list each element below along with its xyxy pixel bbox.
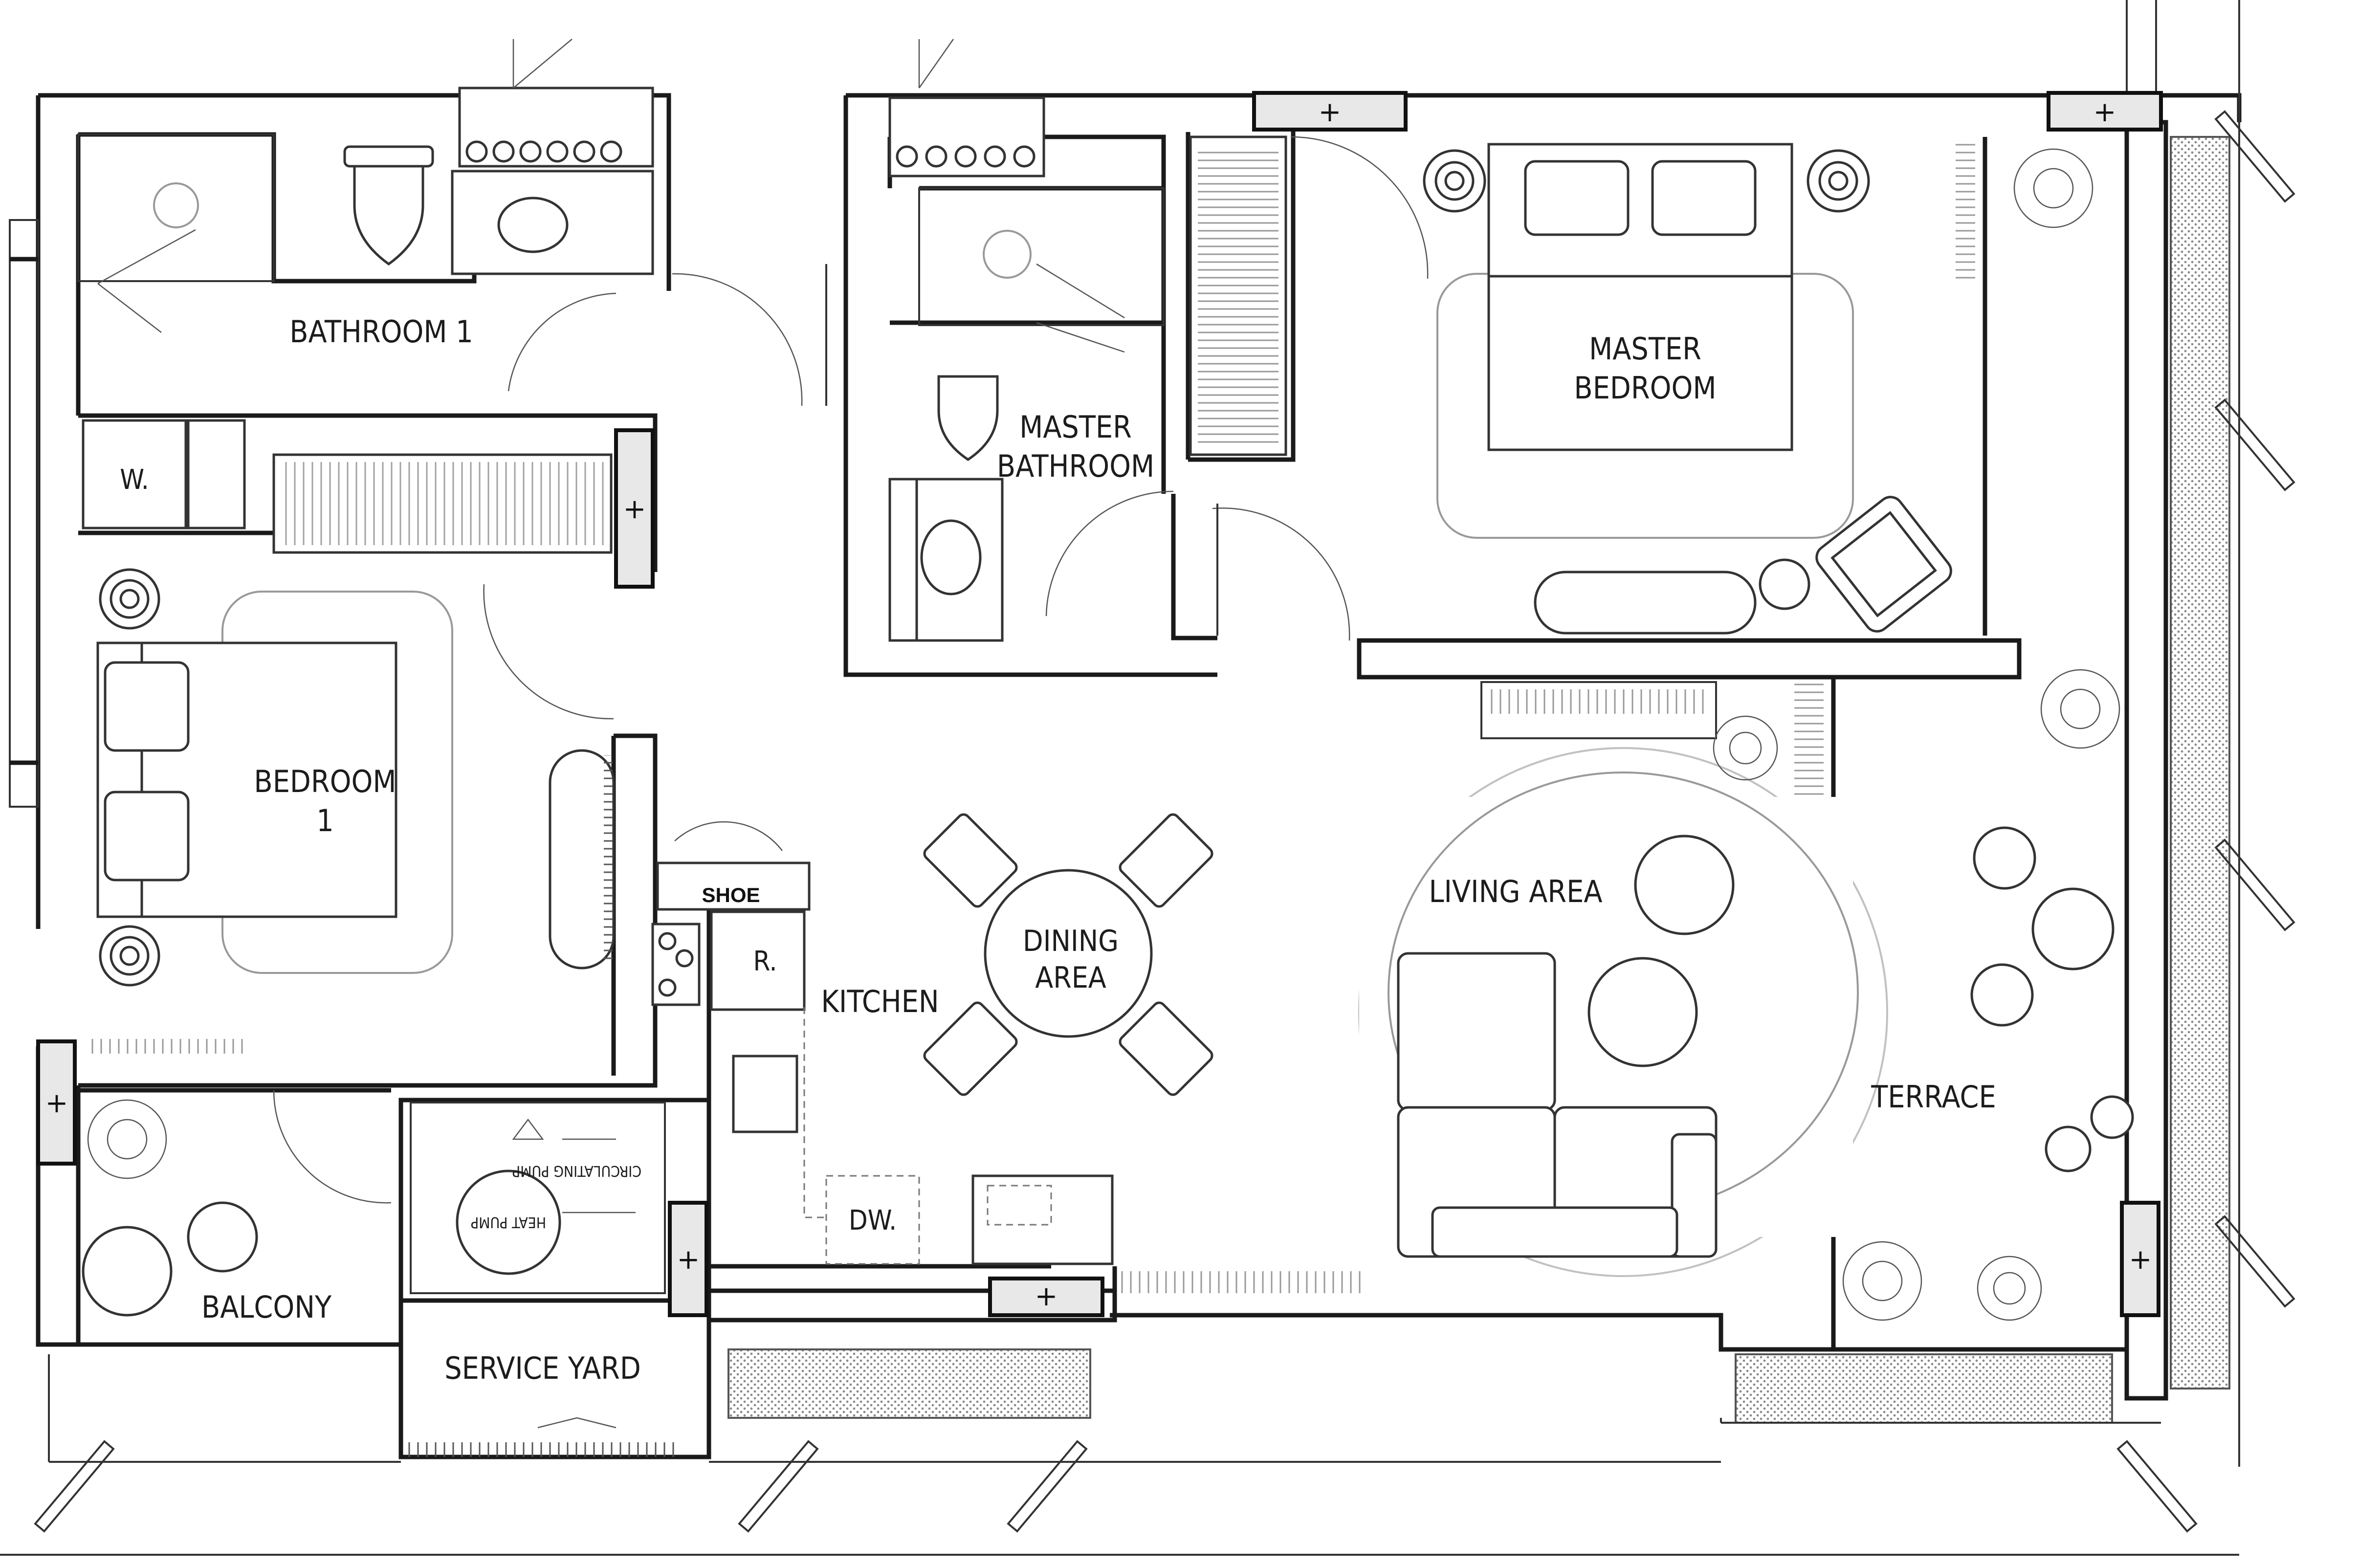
washer-label: W. <box>120 464 149 496</box>
wardrobes <box>82 135 1975 1293</box>
room-label-dining-line1: DINING <box>1023 924 1119 958</box>
structural-columns: + + + + + + + <box>36 91 2163 1317</box>
terrace-furniture <box>1970 826 2134 1172</box>
potted-plants <box>87 148 2120 1321</box>
faucets <box>465 140 622 163</box>
nightstand <box>99 925 160 987</box>
balustrade-posts <box>34 110 2295 1533</box>
room-label-master-bathroom-line1: MASTER <box>1019 409 1132 445</box>
service-yard-equipment <box>406 1102 680 1457</box>
heat-pump-label: HEAT PUMP <box>471 1213 546 1231</box>
room-label-balcony: BALCONY <box>201 1289 332 1325</box>
living-furniture <box>1358 747 1888 1277</box>
column-marker: + <box>2129 1244 2152 1276</box>
dining-set <box>923 813 1213 1096</box>
refrigerator-label: R. <box>753 946 777 977</box>
bathroom-1-fixtures <box>77 39 654 333</box>
nightstand <box>99 568 160 630</box>
room-label-master-bedroom-line2: BEDROOM <box>1574 370 1716 406</box>
bedroom-1-furniture <box>96 568 615 987</box>
fixture-labels: W. SHOE R. DW. CIRCULATING PUMP HEAT PUM… <box>120 464 897 1236</box>
room-label-living-area: LIVING AREA <box>1429 874 1602 909</box>
hatched-planters <box>727 136 2230 1424</box>
room-label-terrace: TERRACE <box>1871 1079 1996 1115</box>
railings <box>0 0 2295 1556</box>
room-label-dining-line2: AREA <box>1035 961 1106 995</box>
room-label-master-bathroom-line2: BATHROOM <box>997 448 1154 484</box>
column-marker: + <box>623 493 646 525</box>
column-marker: + <box>2094 96 2116 128</box>
room-label-bedroom-1-line1: BEDROOM <box>254 764 396 799</box>
room-label-service-yard: SERVICE YARD <box>444 1350 641 1386</box>
dishwasher-label: DW. <box>849 1205 897 1236</box>
room-labels: BATHROOM 1 MASTER BATHROOM MASTER BEDROO… <box>201 314 1996 1386</box>
left-facade <box>9 219 39 808</box>
column-marker: + <box>1035 1280 1058 1312</box>
balcony-furniture <box>82 1201 258 1317</box>
master-bathroom-fixtures <box>888 39 1165 642</box>
room-label-bedroom-1-line2: 1 <box>316 803 333 838</box>
room-label-master-bedroom-line1: MASTER <box>1589 331 1701 367</box>
circulating-pump-label: CIRCULATING PUMP <box>512 1162 641 1179</box>
shoe-cabinet-label: SHOE <box>702 883 760 906</box>
room-label-kitchen: KITCHEN <box>821 984 939 1019</box>
column-marker: + <box>677 1244 700 1276</box>
doors <box>273 136 1429 1204</box>
master-bedroom-furniture <box>1423 143 1952 635</box>
column-marker: + <box>45 1087 68 1119</box>
column-marker: + <box>1319 96 1342 128</box>
kitchen-fixtures <box>651 861 1114 1265</box>
room-label-bathroom-1: BATHROOM 1 <box>289 314 473 350</box>
